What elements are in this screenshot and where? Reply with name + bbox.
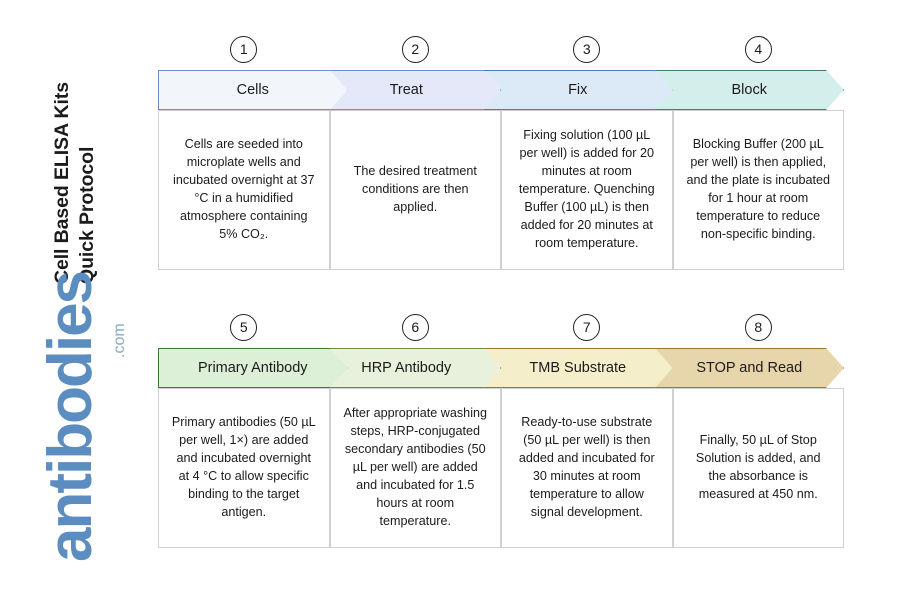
- step-description-card: Fixing solution (100 µL per well) is add…: [501, 110, 673, 270]
- step-chevron-label: TMB Substrate: [529, 360, 627, 376]
- step-chevron[interactable]: Cells: [158, 70, 348, 110]
- logo-tld-text: .com: [111, 323, 128, 358]
- step-description-card: Primary antibodies (50 µL per well, 1×) …: [158, 388, 330, 548]
- step-description-text: Fixing solution (100 µL per well) is add…: [518, 128, 655, 250]
- step-chevron-label: Primary Antibody: [197, 360, 308, 376]
- logo-brand-text: antibodies: [36, 271, 105, 562]
- step-description-card: The desired treatment conditions are the…: [329, 110, 501, 270]
- step-description-card: Ready-to-use substrate (50 µL per well) …: [501, 388, 673, 548]
- chevron-strip: Cells Treat Fix Block: [158, 70, 844, 110]
- chevron-strip: Primary Antibody HRP Antibody TMB Substrat…: [158, 348, 844, 388]
- step-chevron-label: Treat: [389, 82, 423, 98]
- step-description-text: Blocking Buffer (200 µL per well) is the…: [686, 137, 831, 241]
- step-number-strip: 5 6 7 8: [158, 312, 844, 348]
- step-number-badge: 7: [573, 314, 601, 341]
- step-description-card: Blocking Buffer (200 µL per well) is the…: [672, 110, 844, 270]
- step-chevron[interactable]: TMB Substrate: [483, 348, 673, 388]
- left-rail: Cell Based ELISA Kits Quick Protocol ant…: [0, 0, 152, 594]
- step-number-badge: 4: [744, 36, 772, 63]
- step-description-text: Ready-to-use substrate (50 µL per well) …: [518, 415, 655, 519]
- step-number-strip: 1 2 3 4: [158, 34, 844, 70]
- step-chevron-label: HRP Antibody: [361, 360, 452, 376]
- step-chevron[interactable]: STOP and Read: [655, 348, 845, 388]
- step-description-card: Cells are seeded into microplate wells a…: [158, 110, 330, 270]
- step-number-badge: 1: [230, 36, 258, 63]
- step-chevron[interactable]: Primary Antibody: [158, 348, 348, 388]
- step-description-text: After appropriate washing steps, HRP-con…: [343, 406, 487, 528]
- step-number-badge: 5: [230, 314, 258, 341]
- step-chevron-label: Cells: [236, 82, 269, 98]
- step-chevron-label: STOP and Read: [696, 360, 803, 376]
- step-description-text: Cells are seeded into microplate wells a…: [173, 137, 315, 241]
- description-strip: Primary antibodies (50 µL per well, 1×) …: [158, 388, 844, 548]
- step-description-card: After appropriate washing steps, HRP-con…: [329, 388, 501, 548]
- page-title: Cell Based ELISA Kits Quick Protocol: [51, 82, 98, 284]
- step-chevron[interactable]: Fix: [483, 70, 673, 110]
- step-description-text: The desired treatment conditions are the…: [353, 164, 477, 214]
- step-description-text: Finally, 50 µL of Stop Solution is added…: [695, 433, 821, 501]
- step-chevron-label: Fix: [568, 82, 588, 98]
- step-number-badge: 6: [401, 314, 429, 341]
- step-chevron[interactable]: Block: [655, 70, 845, 110]
- step-description-text: Primary antibodies (50 µL per well, 1×) …: [171, 415, 316, 519]
- step-number-badge: 8: [744, 314, 772, 341]
- step-chevron-label: Block: [731, 82, 767, 98]
- description-strip: Cells are seeded into microplate wells a…: [158, 110, 844, 270]
- watermark-logo: antibodies .com: [26, 272, 146, 570]
- step-description-card: Finally, 50 µL of Stop Solution is added…: [672, 388, 844, 548]
- step-number-badge: 3: [573, 36, 601, 63]
- step-number-badge: 2: [401, 36, 429, 63]
